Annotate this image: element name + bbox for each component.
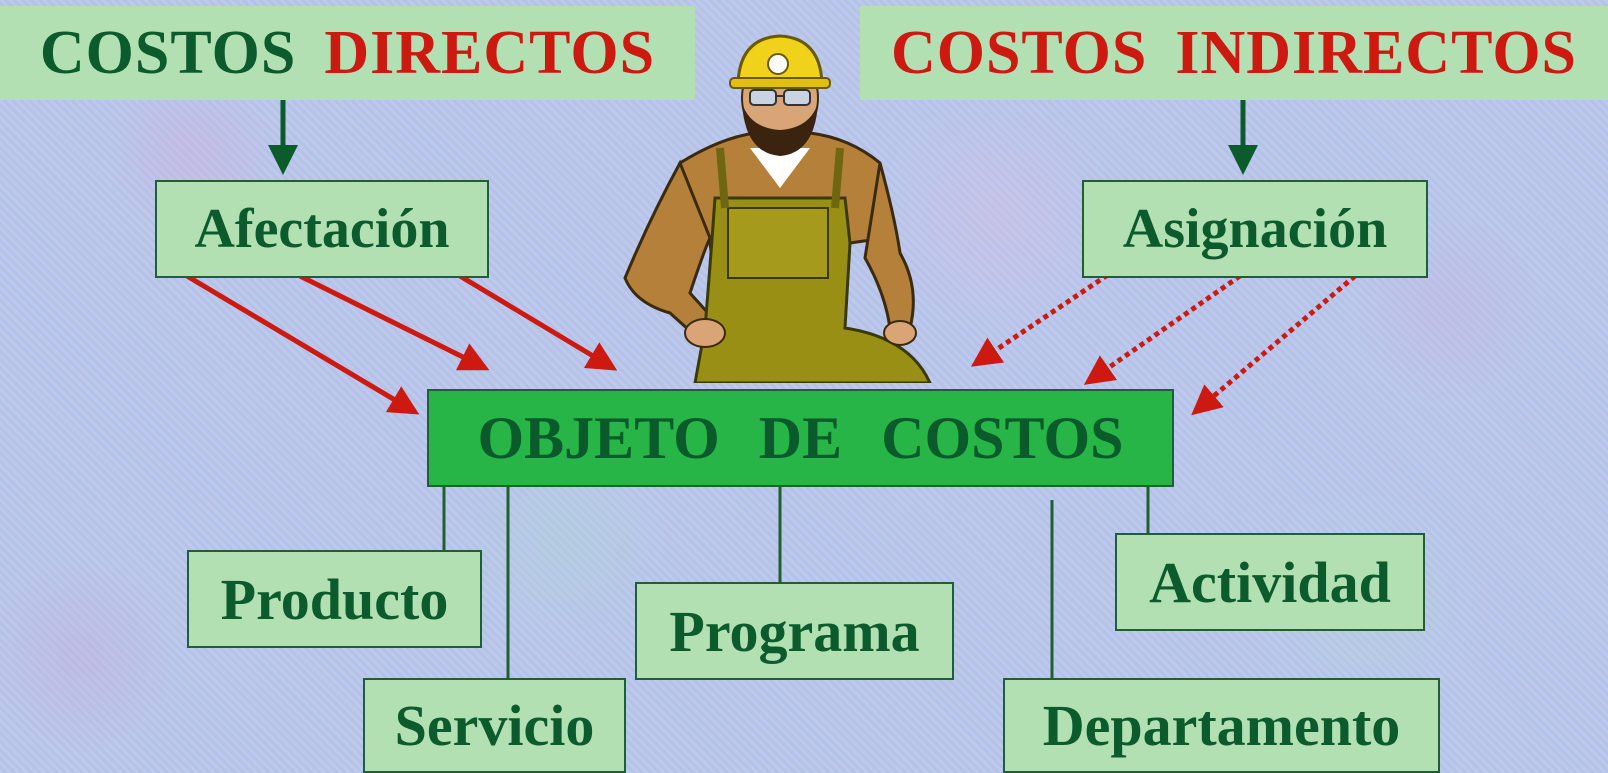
asignacion-arrow-3 (1191, 274, 1357, 416)
header-costos-directos: COSTOS DIRECTOS (0, 6, 695, 100)
afectacion-arrow-2 (298, 273, 490, 371)
header-costos-indirectos: COSTOS INDIRECTOS (860, 6, 1608, 100)
node-actividad: Actividad (1115, 533, 1425, 631)
header-indirectos-word2: INDIRECTOS (1175, 18, 1578, 87)
header-indirectos-word1: COSTOS (890, 18, 1148, 87)
node-programa: Programa (635, 582, 954, 680)
header-directos-word2: DIRECTOS (324, 18, 656, 87)
node-departamento: Departamento (1003, 678, 1440, 773)
afectacion-arrow-3 (458, 273, 618, 371)
node-afectacion: Afectación (155, 180, 489, 278)
afectacion-arrow-1 (185, 273, 420, 415)
node-servicio: Servicio (363, 678, 626, 773)
asignacion-arrow-2 (1083, 273, 1242, 385)
node-asignacion: Asignación (1082, 180, 1428, 278)
header-directos-word1: COSTOS (39, 18, 297, 87)
worker-illustration (623, 34, 932, 383)
node-objeto-de-costos: OBJETO DE COSTOS (427, 389, 1174, 487)
node-producto: Producto (187, 550, 482, 648)
